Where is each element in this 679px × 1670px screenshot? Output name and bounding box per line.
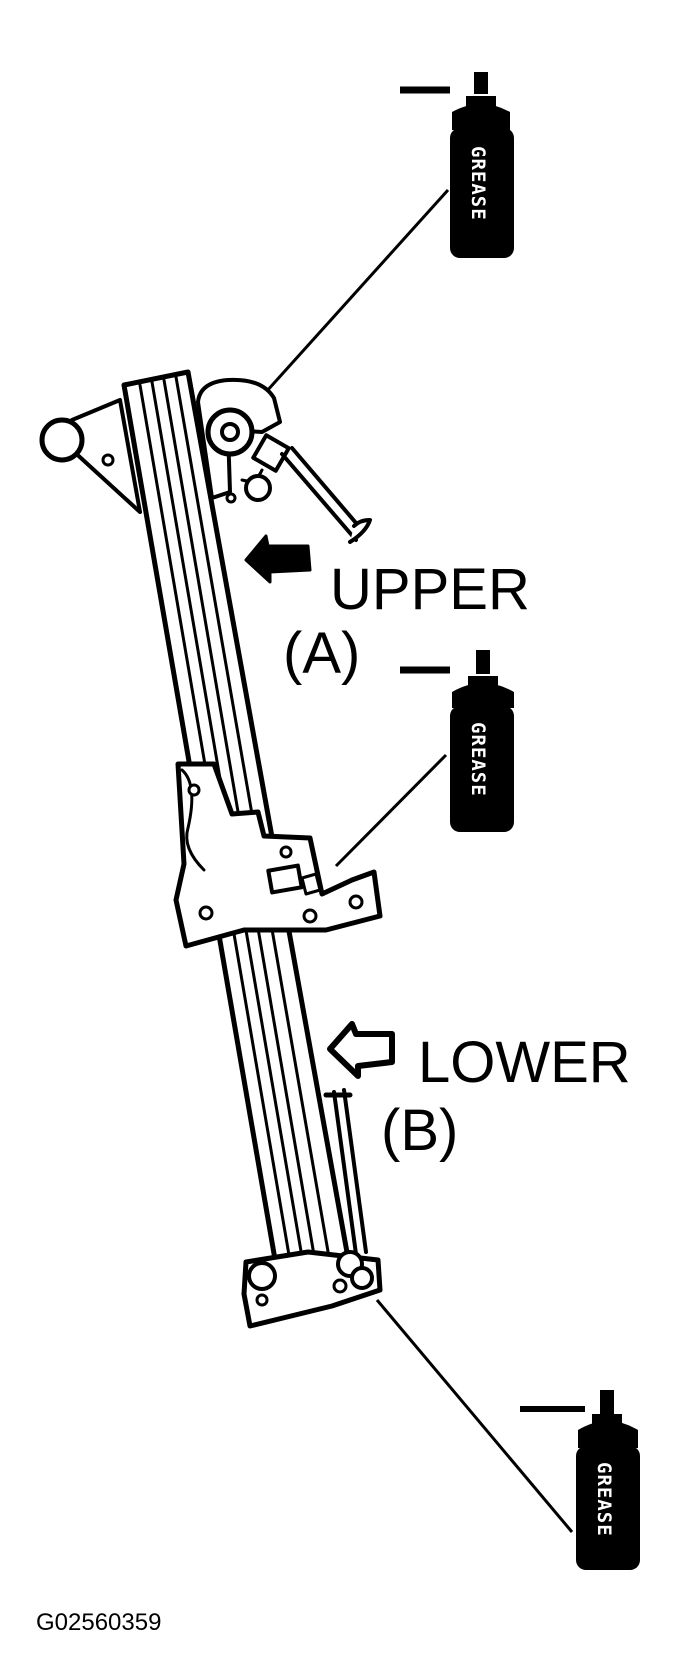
upper-point-label: (A) (283, 621, 360, 686)
glass-carrier-bracket (173, 761, 383, 949)
regulator-assembly (39, 369, 383, 1329)
lower-guide-rod (323, 1088, 368, 1256)
grease-can-top: GREASE (400, 72, 514, 258)
grease-can-label: GREASE (467, 722, 489, 797)
lower-pulley (241, 1249, 383, 1329)
lower-point-label: (B) (381, 1098, 458, 1163)
grease-can-label: GREASE (593, 1462, 615, 1537)
grease-can-bottom: GREASE (520, 1390, 640, 1570)
lower-arrow-icon (327, 1021, 395, 1079)
leader-lines (264, 188, 574, 1533)
lower-label: LOWER (418, 1030, 631, 1095)
upper-label: UPPER (330, 557, 530, 622)
upper-left-bracket (39, 398, 142, 514)
grease-can-label: GREASE (467, 146, 489, 221)
grease-can-middle: GREASE (400, 650, 514, 832)
figure-id: G02560359 (36, 1609, 161, 1636)
upper-pulley (196, 377, 291, 504)
upper-cable (280, 446, 372, 544)
upper-arrow-icon (244, 534, 312, 584)
